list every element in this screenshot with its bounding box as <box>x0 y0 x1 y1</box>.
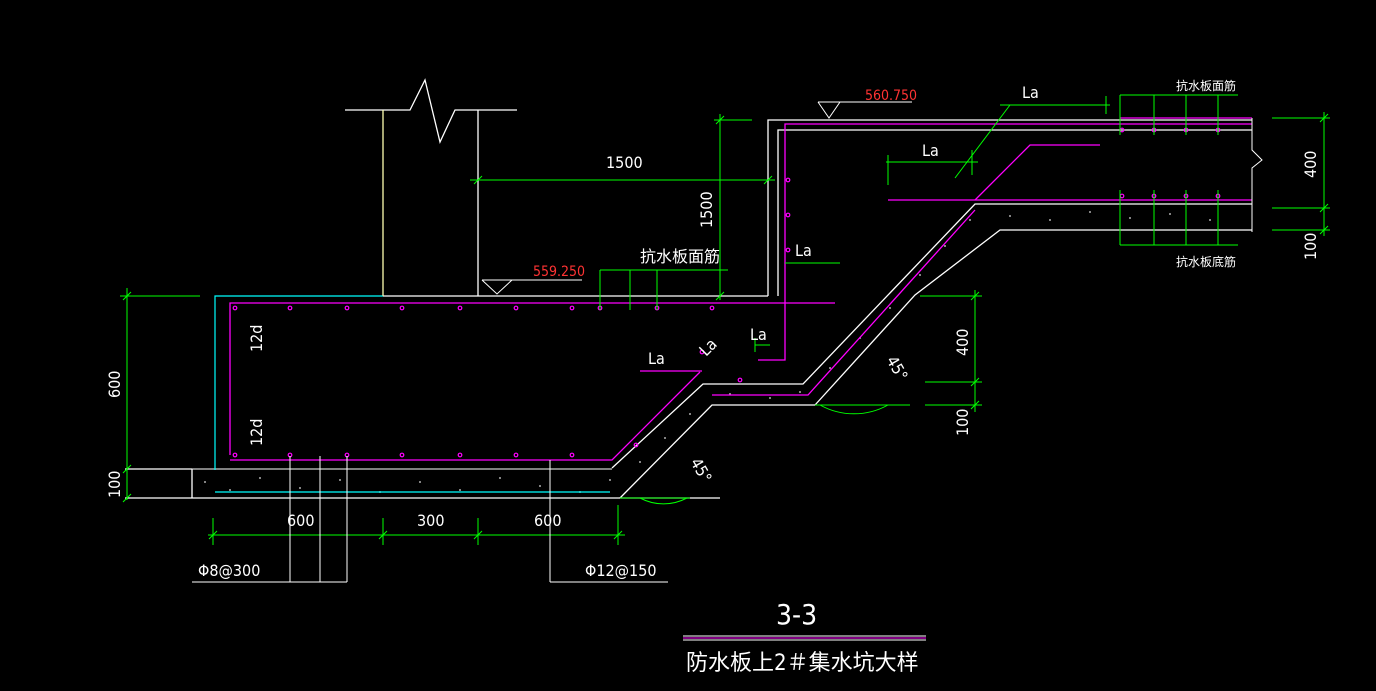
dim-1500-horizontal: 1500 <box>606 153 643 172</box>
rebar-leaders <box>192 101 1263 641</box>
dim-600-left: 600 <box>105 371 124 398</box>
label-la-3: La <box>795 241 812 260</box>
label-12d-bottom: 12d <box>247 419 266 446</box>
section-id: 3-3 <box>776 598 817 631</box>
dim-600-bottom-1: 600 <box>287 511 314 530</box>
label-bottom-bar-right: 抗水板底筋 <box>1176 254 1236 269</box>
dimension-lines <box>120 94 1330 545</box>
dim-300-bottom: 300 <box>417 511 444 530</box>
dim-100-right: 100 <box>1301 233 1320 260</box>
drawing-title: 防水板上2＃集水坑大样 <box>686 651 919 676</box>
dim-400-right: 400 <box>1301 151 1320 178</box>
rebar-dots <box>232 127 1221 458</box>
concrete-outline <box>125 78 1252 499</box>
label-top-bar-lower: 抗水板面筋 <box>640 247 720 266</box>
dim-100-left: 100 <box>105 471 124 498</box>
dim-1500-vertical: 1500 <box>697 191 716 228</box>
cyan-lines <box>214 295 610 493</box>
label-rebar-phi12: Φ12@150 <box>585 561 657 580</box>
label-la-1: La <box>1022 83 1039 102</box>
label-angle-1: 45° <box>687 455 716 487</box>
label-angle-2: 45° <box>883 353 912 385</box>
dim-100-mid: 100 <box>953 409 972 436</box>
label-rebar-phi8: Φ8@300 <box>198 561 260 580</box>
rebar-lines <box>229 117 1252 461</box>
dim-600-bottom-2: 600 <box>534 511 561 530</box>
label-la-5: La <box>648 349 665 368</box>
label-la-6: La <box>695 334 720 359</box>
dim-400-mid: 400 <box>953 329 972 356</box>
elevation-upper: 560.750 <box>865 88 917 104</box>
label-la-4: La <box>750 325 767 344</box>
elevation-lower: 559.250 <box>533 264 585 280</box>
label-12d-top: 12d <box>247 325 266 352</box>
label-la-2: La <box>922 141 939 160</box>
label-top-bar-right: 抗水板面筋 <box>1176 78 1236 93</box>
